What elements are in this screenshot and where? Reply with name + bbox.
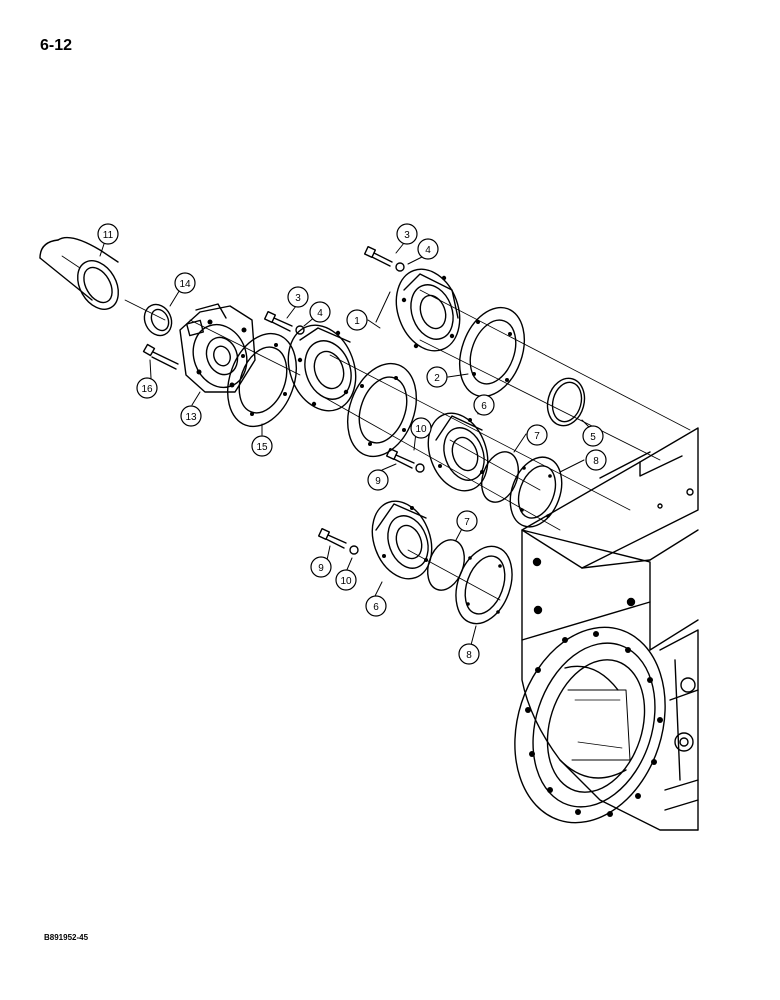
callout-label: 15: [256, 442, 268, 453]
callout-label: 8: [466, 650, 472, 661]
bolt-16: [142, 343, 179, 370]
callout-9-middle: [367, 469, 389, 491]
callout-label: 9: [318, 563, 324, 574]
callout-label: 4: [425, 245, 431, 256]
gasket-2-top: [459, 306, 525, 398]
pump-housing: [179, 303, 256, 393]
callout-11: [97, 223, 119, 245]
callout-labels: 11 14 16 13 3 4 15 1 2 3 4 10 9 6 7 8 5 …: [103, 230, 599, 661]
callout-label: 6: [481, 401, 487, 412]
callout-6-middle: [473, 394, 495, 416]
callout-label: 7: [464, 517, 470, 528]
callout-3-top: [396, 223, 418, 245]
bolt-3-washer-4-left: [263, 310, 305, 335]
o-ring-7-middle: [481, 451, 519, 503]
bearing-cap-6-lower: [371, 500, 433, 580]
callout-8-lower: [458, 643, 480, 665]
bolt-9-washer-10-middle: [385, 447, 425, 473]
shim-8-lower: [455, 545, 513, 625]
gasket-2-middle: [347, 362, 417, 458]
callout-label: 1: [354, 316, 360, 327]
figure-code: B891952-45: [44, 933, 89, 942]
callout-label: 11: [103, 230, 114, 241]
callout-9-lower: [310, 556, 332, 578]
ring-5: [546, 377, 586, 427]
callout-4-top: [417, 238, 439, 260]
callout-3-left: [287, 286, 309, 308]
callout-5: [582, 425, 604, 447]
callout-6-lower: [365, 595, 387, 617]
callout-label: 9: [375, 476, 381, 487]
callout-13: [180, 405, 202, 427]
callout-7-middle: [526, 424, 548, 446]
bearing-housing-1-middle: [287, 324, 357, 412]
axle-housing: [514, 427, 699, 831]
callout-7-lower: [456, 510, 478, 532]
callout-label: 16: [141, 384, 153, 395]
bearing-housing-1-top: [395, 268, 461, 352]
callout-1-middle: [346, 309, 368, 331]
callout-14: [174, 272, 196, 294]
callout-label: 7: [534, 431, 540, 442]
sleeve-bushing: [39, 236, 119, 310]
bolt-9-washer-10-lower: [317, 527, 359, 555]
assembly-lines: [124, 289, 691, 601]
callout-label: 5: [590, 432, 596, 443]
callout-label: 2: [434, 373, 440, 384]
bearing-cap-6-middle: [427, 412, 489, 492]
callout-label: 4: [317, 308, 323, 319]
gasket-15: [227, 332, 297, 428]
shim-8-middle: [509, 456, 563, 528]
page-number: 6-12: [40, 37, 73, 54]
callout-2-middle: [426, 366, 448, 388]
bolt-3-washer-4-top: [363, 245, 405, 272]
callout-label: 8: [593, 456, 599, 467]
callout-balloons: [97, 223, 607, 665]
callout-label: 13: [185, 412, 197, 423]
callout-4-left: [309, 301, 331, 323]
callout-8-middle: [585, 449, 607, 471]
callout-label: 10: [415, 424, 427, 435]
callout-label: 10: [340, 576, 352, 587]
callout-15: [251, 435, 273, 457]
callout-label: 14: [179, 279, 191, 290]
callout-16: [136, 377, 158, 399]
callout-label: 3: [404, 230, 410, 241]
callout-label: 6: [373, 602, 379, 613]
callout-10-middle: [410, 417, 432, 439]
callout-10-lower: [335, 569, 357, 591]
seal-ring: [143, 303, 173, 337]
callout-label: 3: [295, 293, 301, 304]
